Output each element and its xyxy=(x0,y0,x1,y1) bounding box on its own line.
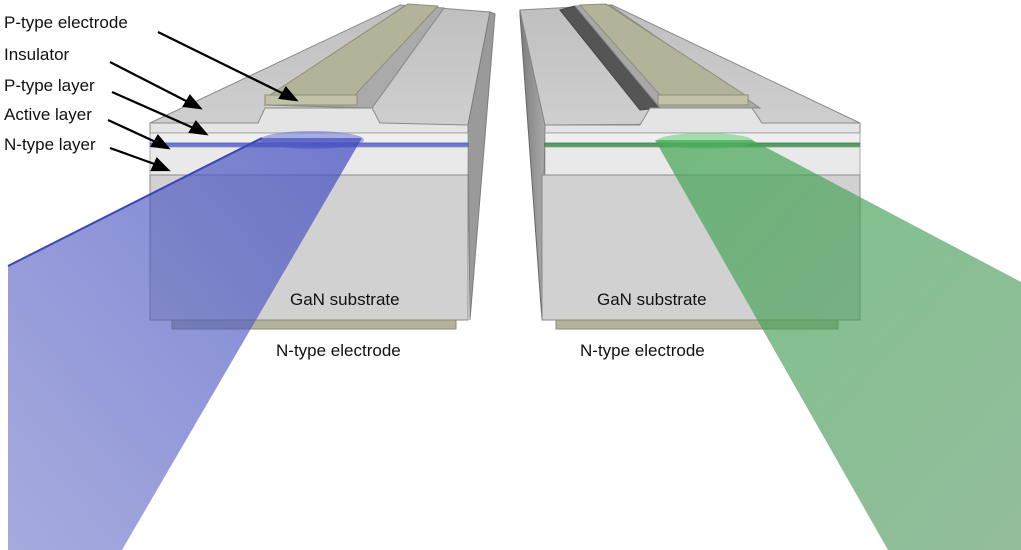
green-beam-cone xyxy=(655,140,1021,550)
left-substrate-label: GaN substrate xyxy=(290,290,400,309)
green-laser-beam xyxy=(655,133,1021,550)
arrowhead-insulator xyxy=(182,94,203,110)
blue-laser-beam xyxy=(7,131,364,550)
arrow-p-layer xyxy=(111,90,199,132)
blue-beam-cone xyxy=(8,138,362,550)
arrowhead-p-layer xyxy=(188,120,209,136)
arrow-active-layer xyxy=(107,119,161,145)
leader-arrows xyxy=(107,31,299,172)
label-active-layer: Active layer xyxy=(4,105,92,124)
arrow-n-layer xyxy=(109,146,161,168)
left-p-electrode-front xyxy=(264,94,358,106)
right-p-electrode-front xyxy=(657,94,749,106)
arrowhead-n-layer xyxy=(150,157,171,172)
arrow-p-electrode xyxy=(157,31,289,97)
left-side-face xyxy=(467,11,496,321)
arrowhead-active-layer xyxy=(150,134,171,150)
arrow-insulator xyxy=(109,61,193,105)
arrowhead-p-electrode xyxy=(278,86,299,102)
label-insulator: Insulator xyxy=(4,45,70,64)
blue-beam-edge xyxy=(7,137,263,267)
label-p-type-electrode: P-type electrode xyxy=(4,13,128,32)
label-n-type-layer: N-type layer xyxy=(4,135,96,154)
label-p-type-layer: P-type layer xyxy=(4,76,95,95)
right-substrate-label: GaN substrate xyxy=(597,290,707,309)
right-n-electrode-label: N-type electrode xyxy=(580,341,705,360)
left-n-electrode-label: N-type electrode xyxy=(276,341,401,360)
